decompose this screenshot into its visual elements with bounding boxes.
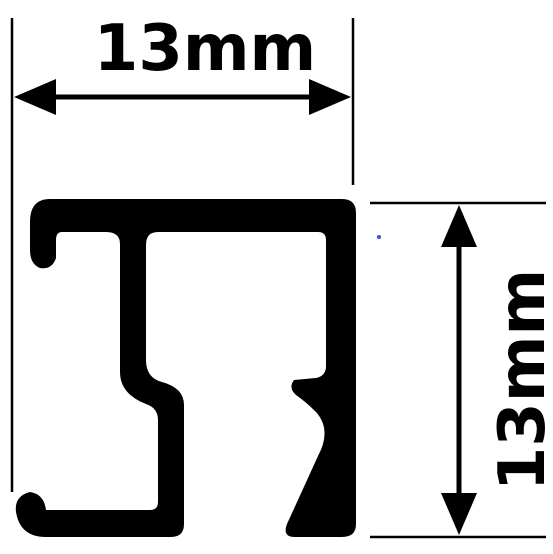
height-label: 13mm [486, 269, 553, 491]
rail-profile-shape [15, 199, 357, 537]
width-dimension-arrow [14, 79, 351, 115]
width-label: 13mm [94, 12, 316, 86]
height-dimension-arrow [441, 205, 477, 535]
marker-dot [377, 235, 381, 239]
